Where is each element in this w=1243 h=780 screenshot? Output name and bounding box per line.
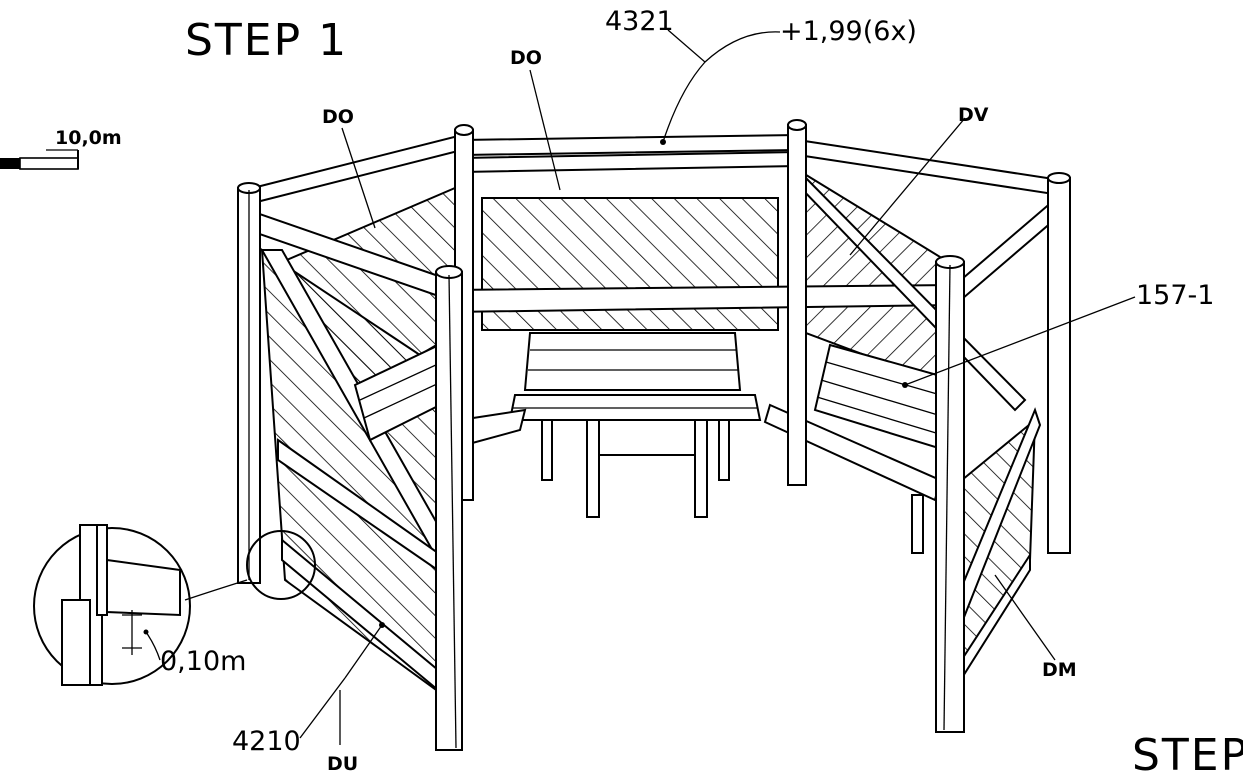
label-du: DU (327, 753, 358, 775)
label-dv: DV (958, 104, 989, 126)
label-157-1: 157-1 (1136, 280, 1214, 311)
leader-lines (299, 29, 1136, 745)
label-do-center: DO (510, 47, 542, 69)
step-title: STEP 1 (185, 15, 348, 66)
label-4210: 4210 (232, 726, 301, 757)
posts (237, 119, 1071, 751)
magnifier-detail-icon (33, 524, 316, 686)
scale-label: 10,0m (55, 127, 122, 149)
label-do-left: DO (322, 106, 354, 128)
label-dm: DM (1042, 659, 1077, 681)
step-next-title: STEP (1132, 730, 1243, 776)
label-height: +1,99(6x) (780, 16, 917, 47)
label-detail-dim: 0,10m (160, 646, 246, 677)
scale-bar-icon (0, 149, 79, 170)
table (508, 332, 762, 518)
label-4321: 4321 (605, 6, 674, 37)
